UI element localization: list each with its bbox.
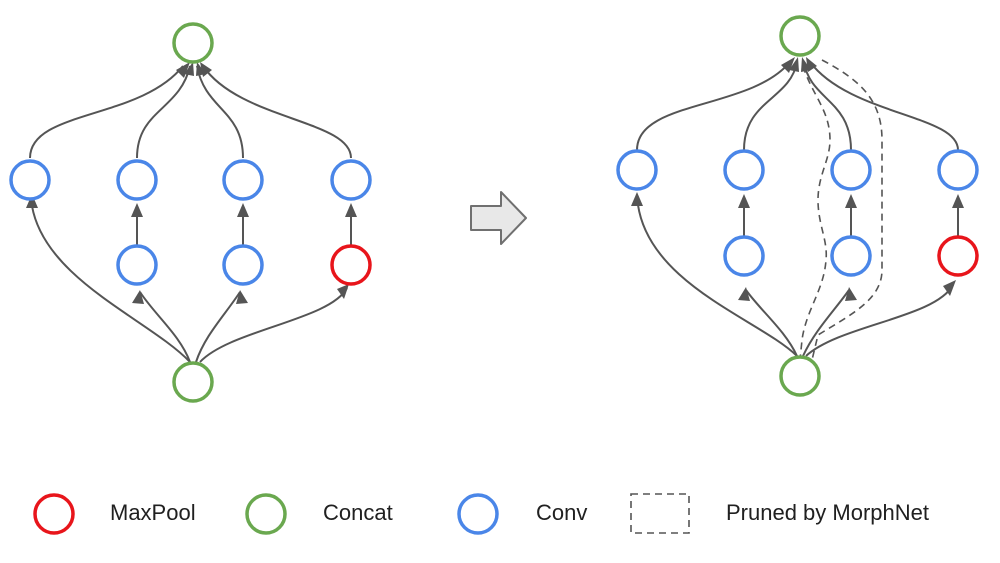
edge [196,65,244,159]
arrowhead [738,194,750,208]
arrowhead [845,287,857,301]
arrowhead [236,290,248,304]
legend-pruned-swatch [630,493,690,534]
edge [199,287,348,363]
edge [805,284,954,357]
nodes [616,15,979,397]
legend-maxpool-swatch [33,493,75,535]
arrowheads [631,57,964,301]
arrowhead [952,194,964,208]
conv-node [937,149,979,191]
edges [29,65,352,363]
arrowhead [176,62,190,78]
arrowhead [345,203,357,217]
arrowhead [200,62,212,77]
concat-node [172,22,214,64]
legend-label-maxpool: MaxPool [110,500,196,525]
maxpool-node [937,235,979,277]
pruned-region [799,59,883,361]
arrowheads [26,62,357,304]
conv-node [9,159,51,201]
edge [803,61,852,151]
arrowhead [943,280,956,296]
edges [636,61,959,357]
edge [637,204,798,357]
arrowhead [131,203,143,217]
legend-concat-swatch [245,493,287,535]
arrowhead [845,194,857,208]
edge [743,61,798,151]
conv-node [723,235,765,277]
conv-node [330,159,372,201]
conv-node [723,149,765,191]
edge [139,291,191,363]
arrowhead [26,194,38,208]
edge [195,291,241,363]
arrowhead [132,290,144,304]
right-arrow-icon [470,191,527,245]
edge [745,289,798,357]
conv-node [222,159,264,201]
edge [202,65,352,159]
concat-node [779,355,821,397]
edge [31,205,191,363]
legend-label-concat: Concat [323,500,393,525]
arrowhead [781,57,795,73]
concat-node [779,15,821,57]
legend-conv-swatch [457,493,499,535]
arrowhead [337,284,349,299]
conv-node [116,159,158,201]
conv-node [616,149,658,191]
legend-label-pruned: Pruned by MorphNet [726,500,929,525]
arrowhead [789,57,799,72]
legend [33,493,690,535]
edge [29,65,184,159]
conv-node [222,244,264,286]
arrowhead [237,203,249,217]
conv-node [116,244,158,286]
maxpool-node [330,244,372,286]
arrowhead [184,62,194,76]
arrowhead [631,192,643,206]
original-graph [9,22,372,403]
edge [809,61,959,151]
arrowhead [738,287,750,301]
nodes [9,22,372,403]
conv-node [830,149,872,191]
edge [802,289,850,357]
edge [636,61,791,151]
pruned-graph [616,15,979,397]
arrowhead [806,57,817,72]
legend-label-conv: Conv [536,500,588,525]
conv-node [830,235,872,277]
edge [136,65,191,159]
concat-node [172,361,214,403]
